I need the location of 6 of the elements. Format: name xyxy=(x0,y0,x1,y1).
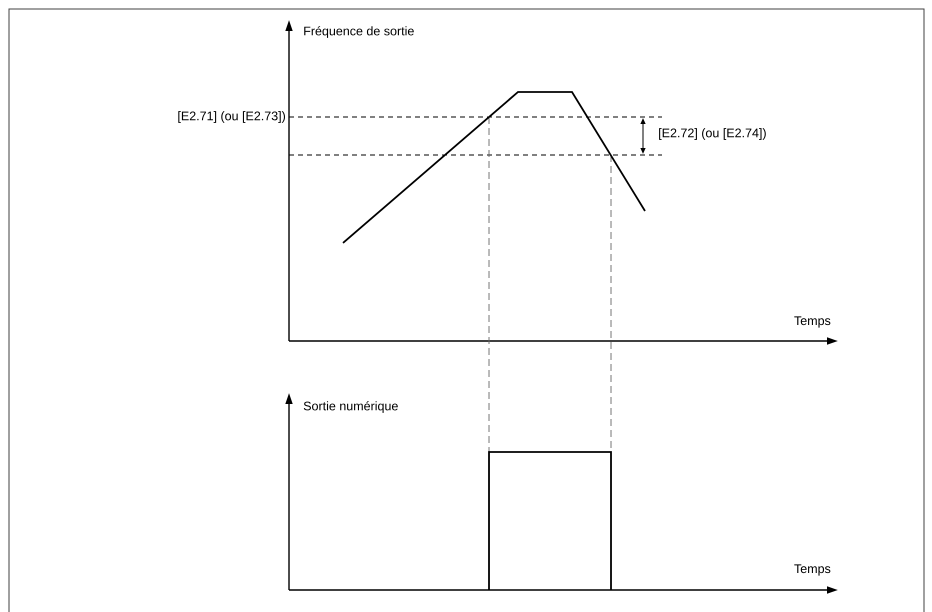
axis-label: Fréquence de sortie xyxy=(304,26,414,38)
threshold-label: [E2.71] (ou [E2.73]) xyxy=(178,111,286,123)
hysteresis-label: [E2.72] (ou [E2.74]) xyxy=(659,128,766,140)
axis-label: Temps xyxy=(794,316,830,328)
axis-label: Temps xyxy=(794,564,830,576)
axis-label: Sortie numérique xyxy=(304,401,398,413)
